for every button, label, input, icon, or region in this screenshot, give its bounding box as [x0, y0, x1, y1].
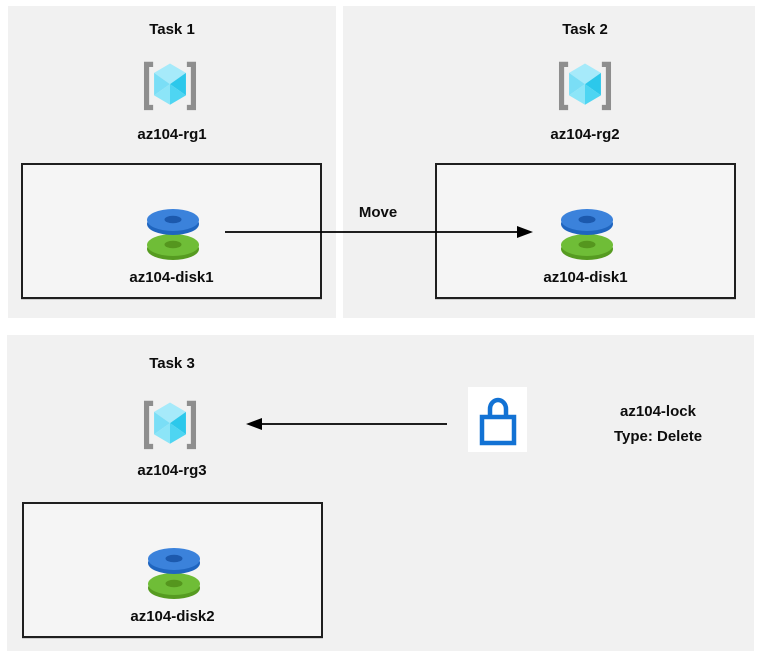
move-arrow-label: Move — [358, 204, 398, 221]
resource-group-name: az104-rg1 — [137, 126, 207, 143]
disk-name: az104-disk1 — [129, 269, 214, 286]
task3-title: Task 3 — [149, 355, 195, 372]
resource-group-name: az104-rg3 — [137, 462, 207, 479]
task1-title: Task 1 — [149, 21, 195, 38]
lock-type: Type: Delete — [613, 428, 703, 445]
task2-title: Task 2 — [562, 21, 608, 38]
lock-tile — [468, 387, 527, 452]
disk-icon — [561, 209, 613, 260]
task2-panel: Task 2 az104-rg2 az104-disk1 — [343, 6, 755, 318]
resource-group-icon — [555, 56, 615, 114]
resource-group-icon — [140, 395, 200, 453]
disk-container-box: az104-disk1 — [435, 163, 736, 299]
disk-name: az104-disk2 — [130, 608, 215, 625]
disk-icon — [148, 548, 200, 599]
disk-container-box: az104-disk1 — [21, 163, 322, 299]
resource-group-icon — [140, 56, 200, 114]
disk-icon — [147, 209, 199, 260]
task1-panel: Task 1 az104-rg1 az104-disk1 — [8, 6, 336, 318]
resource-group-name: az104-rg2 — [550, 126, 620, 143]
lock-name: az104-lock — [620, 403, 696, 420]
disk-container-box: az104-disk2 — [22, 502, 323, 638]
disk-name: az104-disk1 — [543, 269, 628, 286]
lock-icon — [479, 397, 516, 445]
